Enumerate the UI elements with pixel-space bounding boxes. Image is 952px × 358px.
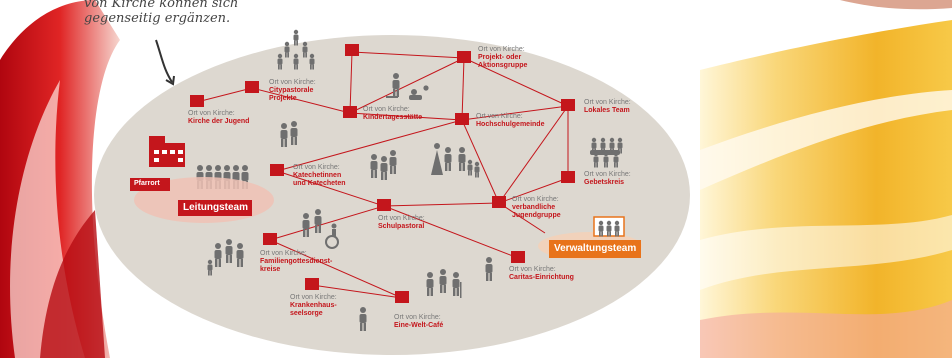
label-kirche-der-jugend: Ort von Kirche:Kirche der Jugend	[188, 110, 249, 126]
label-name: Familiengottesdienst- kreise	[260, 258, 333, 273]
label-schulpastoral: Ort von Kirche:Schulpastoral	[378, 215, 425, 231]
arrow-head-icon	[165, 75, 175, 86]
label-name: Katechetinnen und Katecheten	[293, 172, 346, 187]
pfarrort-label: Pfarrort	[134, 180, 160, 187]
label-prefix: Ort von Kirche:	[269, 79, 316, 86]
label-familiengottesdienst: Ort von Kirche:Familiengottesdienst- kre…	[260, 250, 332, 274]
label-eine-welt-cafe: Ort von Kirche:Eine-Welt-Café	[394, 314, 443, 330]
connection-lines	[196, 51, 569, 299]
verwaltungsteam-label: Verwaltungsteam	[554, 243, 637, 254]
label-name: Lokales Team	[584, 107, 630, 114]
label-prefix: Ort von Kirche:	[478, 46, 525, 53]
inclusion-people-icon	[302, 209, 339, 249]
kindergarten-people-icon	[386, 73, 429, 100]
label-prefix: Ort von Kirche:	[378, 215, 425, 222]
label-kindertagesstaette: Ort von Kirche:Kindertagesstätte	[363, 106, 422, 122]
label-name: Kindertagesstätte	[363, 114, 423, 121]
label-prefix: Ort von Kirche:	[512, 196, 559, 203]
background-right-swirl	[700, 0, 952, 358]
label-hochschulgemeinde: Ort von Kirche:Hochschulgemeinde	[476, 113, 544, 129]
label-prefix: Ort von Kirche:	[584, 99, 631, 106]
label-name: Kirche der Jugend	[188, 118, 250, 125]
label-name: Gebetskreis	[584, 179, 625, 186]
label-prefix: Ort von Kirche:	[476, 113, 523, 120]
label-name: Eine-Welt-Café	[394, 322, 444, 329]
label-name: Citypastorale Projekte	[269, 87, 314, 102]
label-prefix: Ort von Kirche:	[509, 266, 556, 273]
label-prefix: Ort von Kirche:	[363, 106, 410, 113]
label-prefix: Ort von Kirche:	[290, 294, 337, 301]
label-lokales-team: Ort von Kirche:Lokales Team	[584, 99, 631, 115]
elderly-people-icon	[426, 269, 462, 298]
label-projektgruppe: Ort von Kirche:Projekt- oder Aktionsgrup…	[478, 46, 527, 70]
church-building-icon	[149, 136, 185, 167]
label-gebetskreis: Ort von Kirche:Gebetskreis	[584, 171, 631, 187]
label-name: Projekt- oder Aktionsgruppe	[478, 54, 528, 69]
people-icons	[196, 29, 623, 331]
label-prefix: Ort von Kirche:	[293, 164, 340, 171]
leitungsteam-label: Leitungsteam	[183, 202, 249, 213]
label-prefix: Ort von Kirche:	[394, 314, 441, 321]
label-jugendgruppe: Ort von Kirche:verbandliche Jugendgruppe	[512, 196, 561, 220]
label-krankenhausseelsorge: Ort von Kirche:Krankenhaus- seelsorge	[290, 294, 337, 318]
label-name: Hochschulgemeinde	[476, 121, 545, 128]
label-prefix: Ort von Kirche:	[584, 171, 631, 178]
prayer-table-icon	[590, 137, 623, 168]
label-name: Krankenhaus- seelsorge	[290, 302, 337, 317]
label-name: Caritas-Einrichtung	[509, 274, 574, 281]
place-markers	[190, 44, 575, 303]
label-citypastorale: Ort von Kirche:Citypastorale Projekte	[269, 79, 316, 103]
wedding-couple-icon	[431, 143, 452, 175]
leitungsteam-badge	[178, 200, 252, 216]
label-katechetinnen: Ort von Kirche:Katechetinnen und Kateche…	[293, 164, 346, 188]
background-left-swirl	[0, 0, 120, 358]
curved-arrow-icon	[155, 39, 173, 83]
handwritten-note: von Kirche können sich gegenseitig ergän…	[84, 0, 239, 26]
pfarrort-badge	[130, 178, 170, 191]
network-ellipse	[94, 35, 690, 355]
label-prefix: Ort von Kirche:	[188, 110, 235, 117]
label-caritas: Ort von Kirche:Caritas-Einrichtung	[509, 266, 574, 282]
label-prefix: Ort von Kirche:	[260, 250, 307, 257]
label-name: verbandliche Jugendgruppe	[512, 204, 561, 219]
verwaltungsteam-badge	[549, 240, 641, 258]
label-name: Schulpastoral	[378, 223, 425, 230]
